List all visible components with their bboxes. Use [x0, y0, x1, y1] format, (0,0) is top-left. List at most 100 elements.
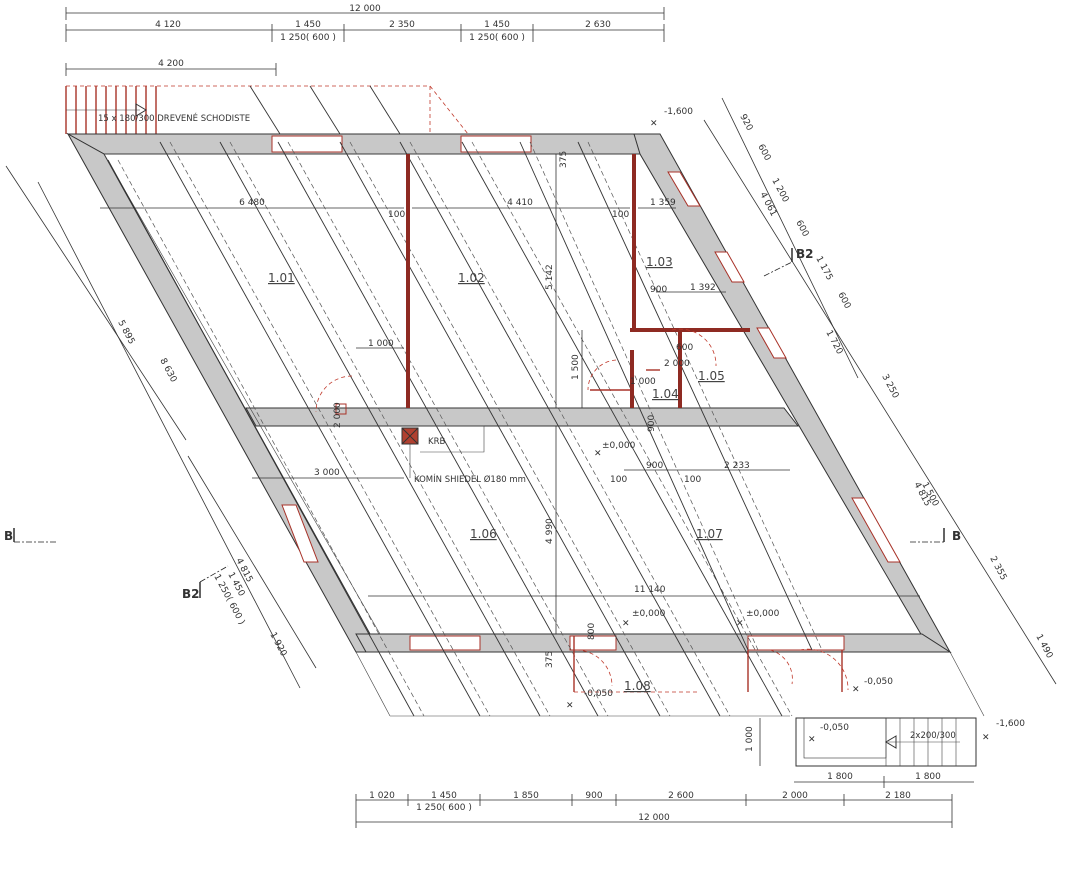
chimney-note: KOMÍN SHIEDEL Ø180 mm [414, 473, 526, 485]
interior-partitions [315, 154, 849, 693]
top-dim-seg-2: 1 450 [295, 20, 321, 30]
dim-4410: 4 410 [507, 198, 533, 208]
dim-3000: 3 000 [314, 468, 340, 478]
svg-text:✕: ✕ [736, 619, 744, 629]
section-markers: B B B2 B2 [4, 247, 961, 601]
stair-width-dim: 4 200 [158, 59, 184, 69]
stair-note-top: 15 x 180/300 DREVENÉ SCHODISTE [98, 112, 250, 124]
level-b2: ±0,000 [746, 609, 780, 619]
bottom-staircase: 2x200/300 1 000 1 800 1 800 [745, 717, 977, 788]
dim-1500: 1 500 [571, 354, 581, 380]
dim-100a: 100 [388, 210, 405, 220]
dim-right-h: 1 720 [823, 329, 844, 357]
dim-right-f: 1 175 [813, 255, 834, 282]
top-overall-dim: 12 000 [349, 4, 381, 14]
dim-right-g: 600 [835, 291, 852, 311]
dim-2000: 2 000 [664, 359, 690, 369]
bottom-overall-dim: 12 000 [638, 813, 670, 823]
dim-right-m: 1 490 [1033, 633, 1054, 661]
dim-11140: 11 140 [634, 585, 666, 595]
level-mid: ±0,000 [602, 441, 636, 451]
chimney: KRB KOMÍN SHIEDEL Ø180 mm [401, 425, 526, 485]
dim-100c: 100 [610, 475, 627, 485]
dim-left-inner: 5 895 [115, 319, 136, 346]
level-top: -1,600 [664, 107, 693, 117]
dim-800: 800 [587, 623, 597, 640]
section-b2-right: B2 [796, 247, 814, 261]
bottom-dim-sub: 1 250( 600 ) [416, 803, 472, 813]
top-dim-seg-1: 4 120 [155, 20, 181, 30]
section-b-left: B [4, 529, 13, 543]
svg-text:✕: ✕ [622, 619, 630, 629]
dim-right-b: 600 [755, 143, 772, 163]
level-left: -0,050 [584, 689, 613, 699]
left-dimensions: 5 895 8 630 4 815 1 450 1 250( 600 ) 1 9… [5, 165, 317, 689]
top-dim-seg-5: 2 630 [585, 20, 611, 30]
dim-375a: 375 [559, 151, 569, 168]
dim-stair-b: 1 800 [915, 772, 941, 782]
bottom-dim-seg-6: 2 000 [782, 791, 808, 801]
bottom-dim-seg-1: 1 020 [369, 791, 395, 801]
top-dim-sub-a: 1 250( 600 ) [280, 33, 336, 43]
fireplace-label: KRB [428, 437, 445, 447]
dim-100b: 100 [612, 210, 629, 220]
dim-left-outer: 8 630 [157, 357, 178, 385]
room-1-07: 1.07 [696, 527, 723, 541]
stair-note-bottom: 2x200/300 [910, 731, 956, 741]
dim-stair-a: 1 800 [827, 772, 853, 782]
dim-1000b: 1 000 [630, 377, 656, 387]
room-1-01: 1.01 [268, 271, 295, 285]
top-dim-seg-3: 2 350 [389, 20, 415, 30]
svg-text:✕: ✕ [982, 733, 990, 743]
dim-375b: 375 [545, 651, 555, 668]
room-1-05: 1.05 [698, 369, 725, 383]
dim-1392: 1 392 [690, 283, 716, 293]
dim-right-d: 4 061 [757, 191, 778, 218]
room-1-02: 1.02 [458, 271, 485, 285]
section-b2-left: B2 [182, 587, 200, 601]
dim-right-i: 3 250 [879, 373, 900, 401]
svg-text:✕: ✕ [650, 119, 658, 129]
dim-1359: 1 359 [650, 198, 676, 208]
top-staircase: 15 x 180/300 DREVENÉ SCHODISTE [65, 85, 469, 135]
dim-900c: 900 [650, 285, 667, 295]
dim-left-bottom: 1 920 [267, 631, 288, 659]
level-terrace: -0,050 [820, 723, 849, 733]
top-dimensions: 12 000 4 120 1 450 2 350 1 450 2 630 1 2… [65, 4, 665, 76]
level-markers: ✕ ±0,000 ✕ ±0,000 ✕ ±0,000 ✕ -1,600 ✕ -0… [566, 107, 1025, 745]
svg-text:✕: ✕ [594, 449, 602, 459]
bottom-dimensions: 1 020 1 450 1 850 900 2 600 2 000 2 180 … [355, 791, 953, 828]
dim-600: 600 [676, 343, 693, 353]
dim-6480: 6 480 [239, 198, 265, 208]
level-b1: ±0,000 [632, 609, 666, 619]
dim-900a: 900 [646, 461, 663, 471]
svg-text:✕: ✕ [566, 701, 574, 711]
level-bottom-right: -1,600 [996, 719, 1025, 729]
dim-100d: 100 [684, 475, 701, 485]
interior-dimensions: 6 480 4 410 1 359 100 100 1 000 3 000 90… [100, 151, 920, 668]
room-1-04: 1.04 [652, 387, 679, 401]
level-entry: -0,050 [864, 677, 893, 687]
svg-text:✕: ✕ [852, 685, 860, 695]
dim-2000b: 2 000 [333, 402, 343, 428]
dim-right-e: 600 [793, 219, 810, 239]
dim-2233: 2 233 [724, 461, 750, 471]
bottom-dim-seg-4: 900 [585, 791, 602, 801]
bottom-dim-seg-5: 2 600 [668, 791, 694, 801]
dim-right-l: 2 355 [987, 555, 1008, 582]
bottom-dim-seg-7: 2 180 [885, 791, 911, 801]
bottom-dim-seg-2: 1 450 [431, 791, 457, 801]
dim-right-c: 1 200 [769, 177, 790, 205]
dim-4990: 4 990 [545, 518, 555, 544]
dim-bottom-vert: 1 000 [745, 726, 755, 752]
room-1-06: 1.06 [470, 527, 497, 541]
top-dim-seg-4: 1 450 [484, 20, 510, 30]
room-labels: 1.01 1.02 1.03 1.04 1.05 1.06 1.07 1.08 [268, 255, 725, 693]
room-1-08: 1.08 [624, 679, 651, 693]
room-1-03: 1.03 [646, 255, 673, 269]
bottom-dim-seg-3: 1 850 [513, 791, 539, 801]
dim-right-a: 920 [737, 113, 754, 133]
section-b-right: B [952, 529, 961, 543]
dim-5142: 5 142 [545, 264, 555, 290]
